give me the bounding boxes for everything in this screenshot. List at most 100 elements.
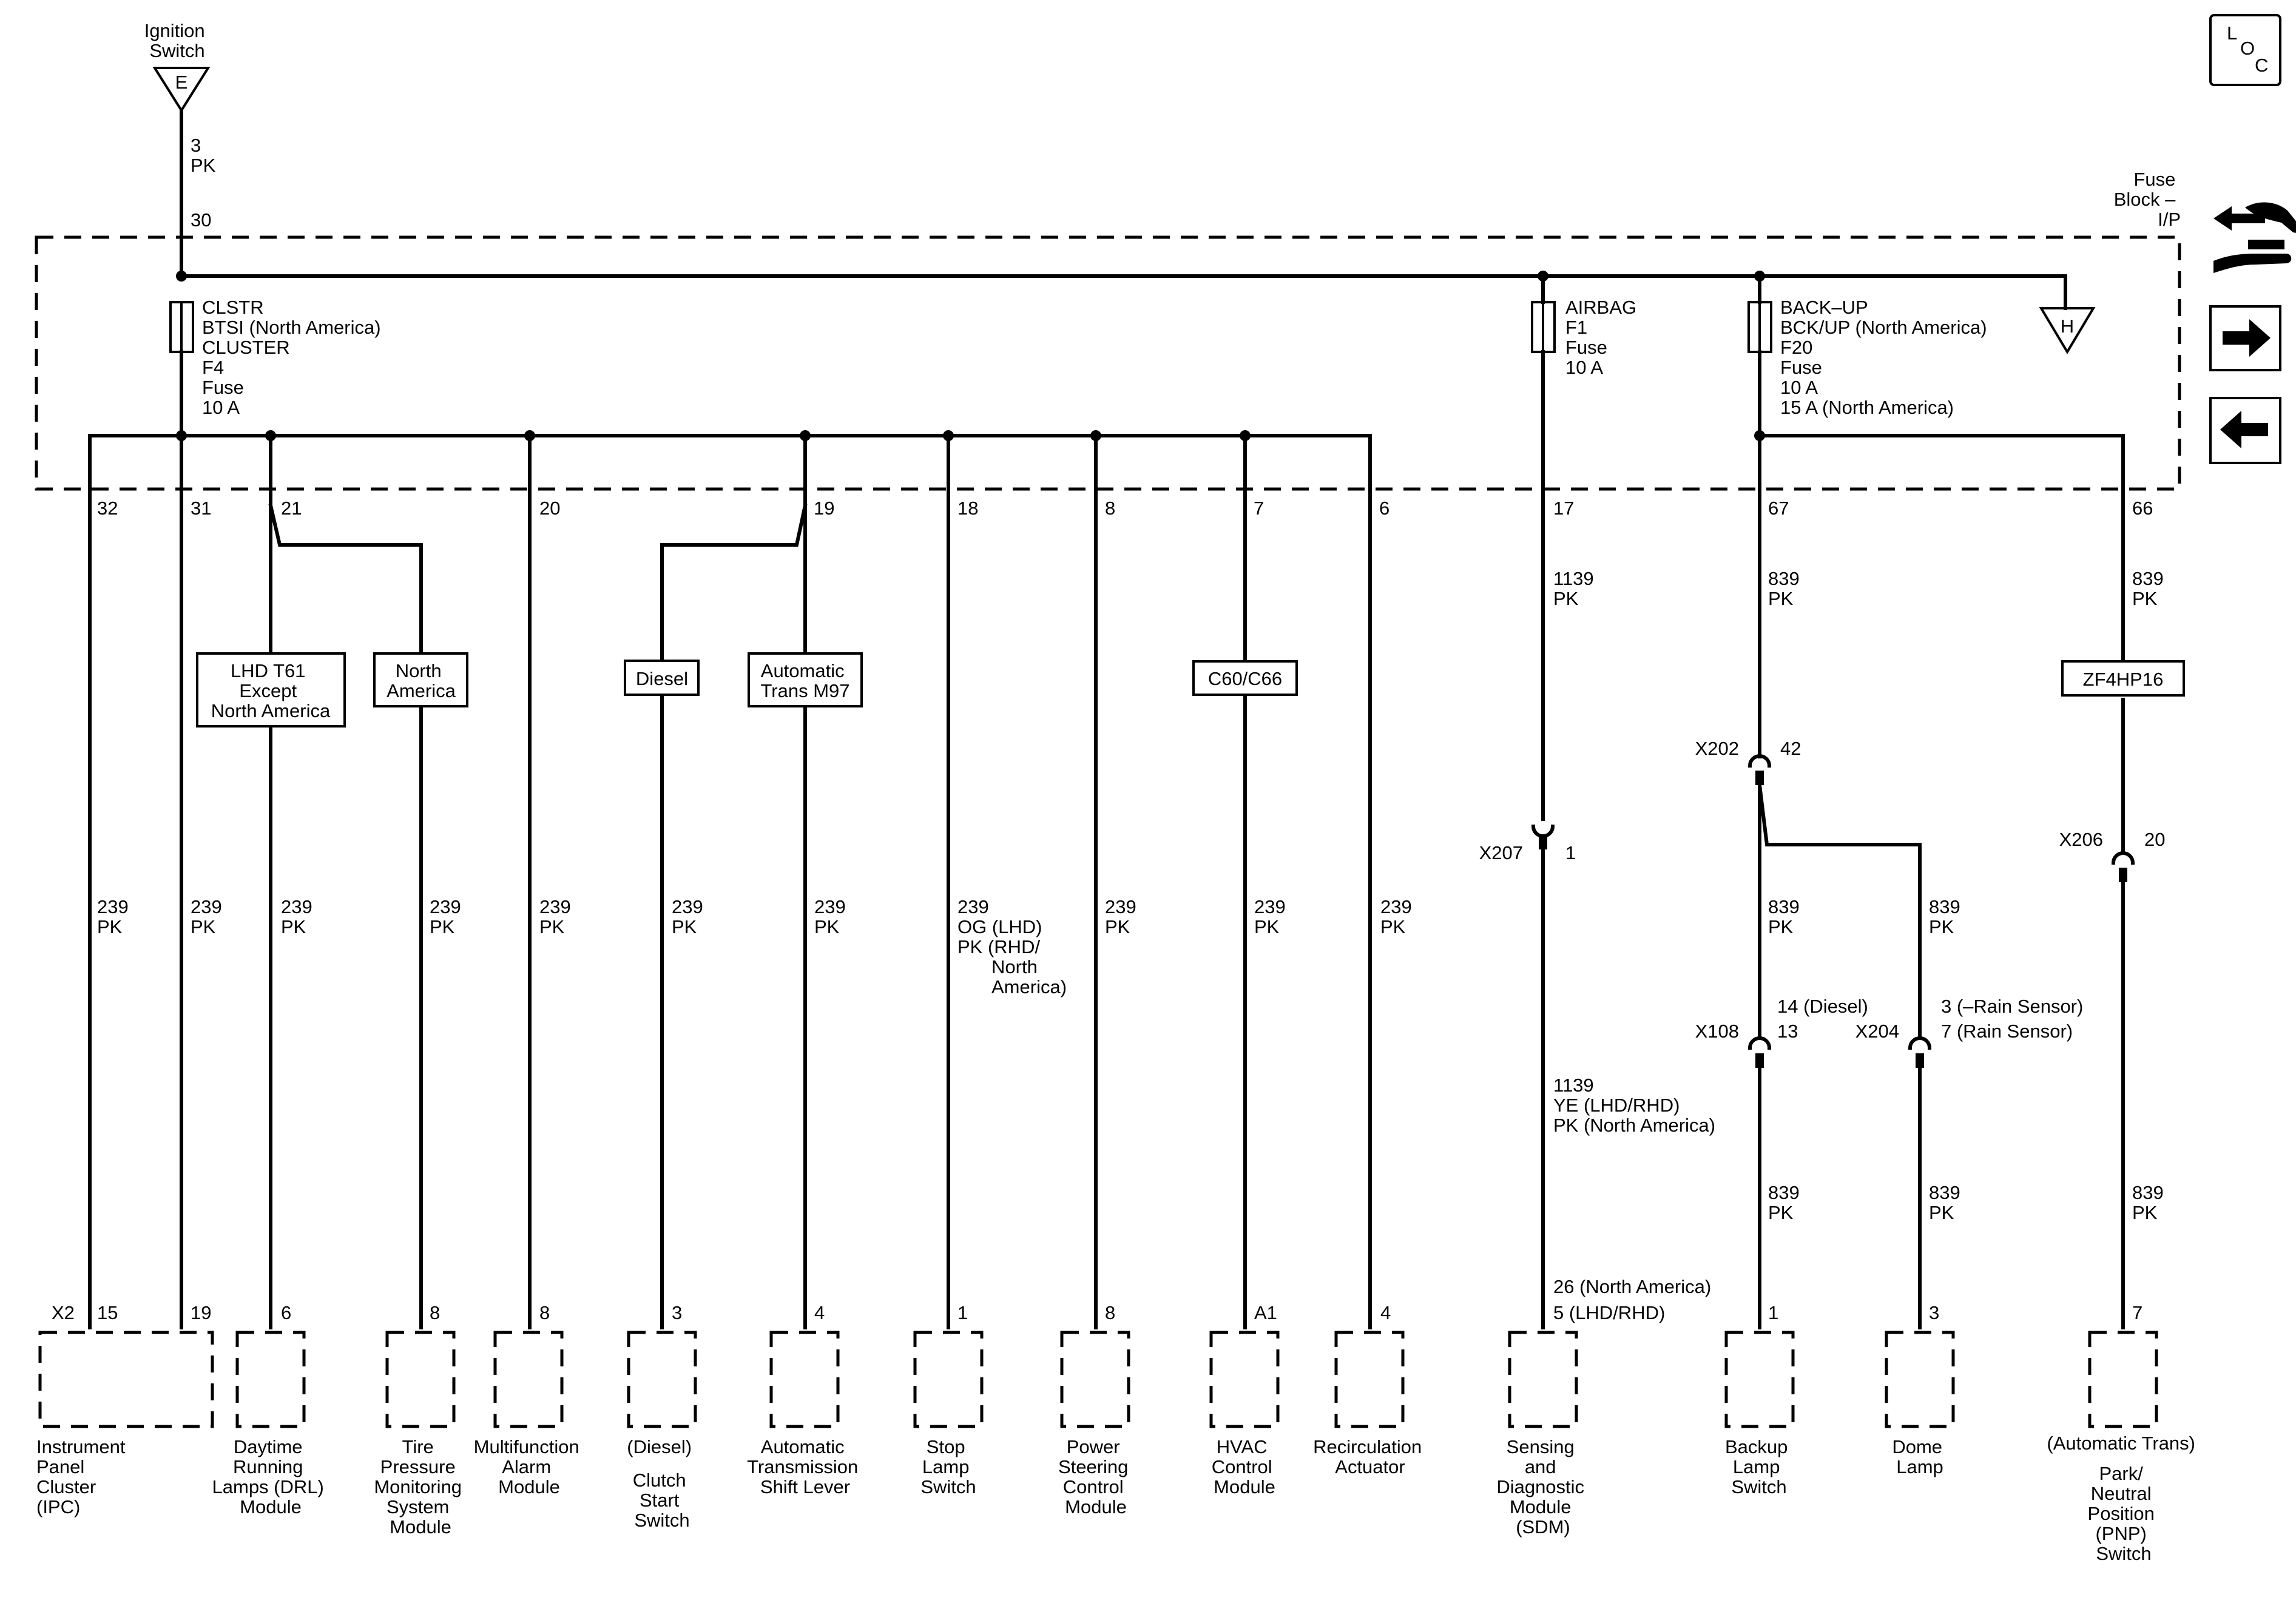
fuse-f1-label: AIRBAG F1 Fuse 10 A (1565, 297, 1642, 378)
component-pin: 4 (1380, 1302, 1391, 1323)
fuse-block-pin: 6 (1379, 498, 1389, 519)
loc-letter-l: L (2227, 22, 2237, 44)
arrow-right-icon (2223, 319, 2271, 357)
component-name-shift-lever: Automatic Transmission Shift Lever (747, 1436, 863, 1497)
component-name-dome-lamp: Dome Lamp (1892, 1436, 1947, 1477)
ignition-wire-label: 3 PK (191, 135, 216, 176)
component-clutch-start-switch[interactable] (627, 1331, 697, 1428)
connector-x108-name: X108 (1695, 1021, 1739, 1042)
fuse-block-pin: 32 (97, 498, 118, 519)
component-pin: 3 (672, 1302, 682, 1323)
option-zf4hp16: ZF4HP16 (2083, 669, 2164, 690)
component-name-stop-lamp: Stop Lamp Switch (920, 1436, 976, 1497)
component-pin: 7 (2132, 1302, 2142, 1323)
fuse-block-pin: 18 (957, 498, 978, 519)
service-tools-icon[interactable] (2213, 202, 2296, 273)
component-name-pnp: (Automatic Trans) Park/ Neutral Position… (2047, 1433, 2200, 1564)
fuse-block-pin: 21 (281, 498, 302, 519)
component-alarm-module[interactable] (493, 1331, 564, 1428)
component-pnp-switch[interactable] (2088, 1331, 2158, 1428)
component-pin: 15 (97, 1302, 118, 1323)
fuse-block-pin: 20 (539, 498, 560, 519)
component-pin: 19 (191, 1302, 211, 1323)
option-lhd-t61: LHD T61 Except North America (211, 660, 331, 721)
component-hvac-module[interactable] (1209, 1331, 1280, 1428)
option-boxes: LHD T61 Except North America North Ameri… (196, 652, 2185, 727)
component-name-ipc: Instrument Panel Cluster (IPC) (36, 1436, 130, 1517)
fuse-block-pin: 66 (2132, 498, 2153, 519)
wire-label: 239 OG (LHD) PK (RHD/ North America) (957, 896, 1067, 998)
component-name-power-steering: Power Steering Control Module (1058, 1436, 1133, 1517)
fuse-block-pin: 31 (191, 498, 211, 519)
fuse-block-pin: 7 (1254, 498, 1264, 519)
next-page-button[interactable] (2209, 305, 2281, 371)
fuse-block-pin: 8 (1105, 498, 1115, 519)
component-drl-module[interactable] (235, 1331, 306, 1428)
component-power-steering-module[interactable] (1060, 1331, 1130, 1428)
component-pin: 4 (814, 1302, 825, 1323)
option-c60-c66: C60/C66 (1208, 668, 1282, 689)
option-automatic-trans-m97: Automatic Trans M97 (760, 660, 849, 701)
component-dome-lamp[interactable] (1885, 1331, 1955, 1428)
connector-x207-pin: 1 (1565, 842, 1576, 863)
component-pin: A1 (1254, 1302, 1277, 1323)
ignition-switch-label: Ignition Switch (144, 20, 211, 61)
fuse-f4-label: CLSTR BTSI (North America) CLUSTER F4 Fu… (202, 297, 386, 418)
component-name-clutch: (Diesel) Clutch Start Switch (627, 1436, 697, 1531)
connector-x204-pins: 3 (–Rain Sensor) 7 (Rain Sensor) (1941, 996, 2088, 1042)
component-name-sdm: Sensing and Diagnostic Module (SDM) (1496, 1436, 1589, 1538)
ignition-terminal-label: E (175, 72, 188, 93)
component-name-alarm: Multifunction Alarm Module (474, 1436, 585, 1497)
connector-x206-name: X206 (2059, 829, 2103, 850)
component-backup-lamp-switch[interactable] (1724, 1331, 1795, 1428)
component-name-tpms: Tire Pressure Monitoring System Module (374, 1436, 467, 1538)
component-pin: 1 (957, 1302, 968, 1323)
labels: Ignition Switch E 3 PK 30 Fuse Block – I… (36, 20, 2200, 1564)
component-name-recirculation: Recirculation Actuator (1313, 1436, 1427, 1477)
component-stop-lamp-switch[interactable] (913, 1331, 984, 1428)
component-tpms-module[interactable] (385, 1331, 456, 1428)
connector-x204-name: X204 (1855, 1021, 1899, 1042)
connector-x202-name: X202 (1695, 738, 1739, 759)
component-pin: 3 (1929, 1302, 1939, 1323)
fuse-block-pin: 19 (814, 498, 834, 519)
component-name-hvac: HVAC Control Module (1212, 1436, 1278, 1497)
previous-page-button[interactable] (2209, 397, 2281, 464)
component-shift-lever[interactable] (769, 1331, 840, 1428)
component-ipc[interactable] (38, 1331, 214, 1428)
ignition-terminal-symbol (152, 67, 211, 113)
component-sdm[interactable] (1508, 1331, 1578, 1428)
connector-x207-name: X207 (1479, 842, 1523, 863)
connector-x202-pin: 42 (1780, 738, 1801, 759)
fuse-f20-label: BACK–UP BCK/UP (North America) F20 Fuse … (1780, 297, 1992, 418)
component-name-backup-lamp: Backup Lamp Switch (1725, 1436, 1793, 1497)
h-terminal-symbol (2039, 307, 2096, 354)
loc-letter-c: C (2255, 55, 2268, 76)
component-pin: 26 (North America) 5 (LHD/RHD) (1553, 1276, 1717, 1323)
h-terminal-label: H (2061, 316, 2074, 337)
fuse-block-pin: 67 (1768, 498, 1789, 519)
component-pin: 8 (1105, 1302, 1115, 1323)
component-pin: 6 (281, 1302, 291, 1323)
wiring (35, 67, 2181, 1329)
component-recirculation-actuator[interactable] (1334, 1331, 1405, 1428)
loc-icon[interactable]: L O C (2209, 14, 2281, 86)
connector-x206-pin: 20 (2144, 829, 2165, 850)
component-pin: X2 (52, 1302, 75, 1323)
component-pin: 8 (430, 1302, 440, 1323)
fuse-block-pin: 17 (1553, 498, 1574, 519)
